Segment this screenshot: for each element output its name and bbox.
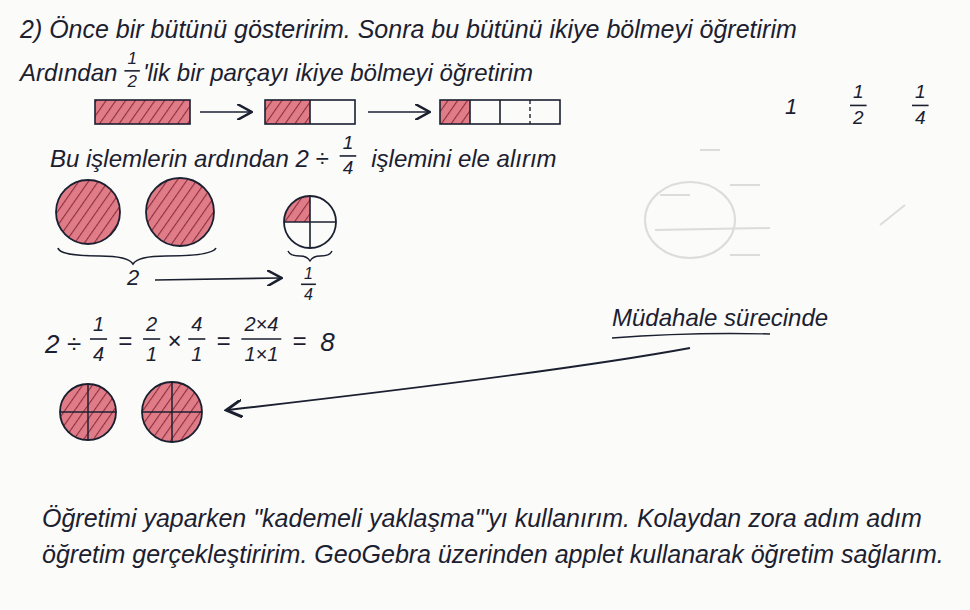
fraction-part: 4 [304, 286, 313, 304]
heading-line: 2) Önce bir bütünü gösteririm. Sonra bu … [20, 16, 797, 44]
fraction-part: 4 [915, 108, 926, 129]
fraction-bar [301, 283, 316, 285]
fraction-part: 2 [146, 313, 157, 335]
fraction-bar [850, 105, 867, 107]
equation-part: 2 ÷ [45, 330, 81, 359]
margin-note: Müdahale sürecinde [612, 305, 828, 331]
text-line: Bu işlemlerin ardından 2 ÷ [50, 146, 329, 172]
fraction-part: 1×1 [244, 343, 278, 365]
fraction-part: 2×4 [244, 313, 278, 335]
fraction-bar [90, 338, 107, 340]
fraction-bar [241, 338, 281, 340]
fraction-bar [124, 70, 139, 72]
fraction-bar [340, 155, 357, 157]
text-line: işlemini ele alırım [371, 146, 556, 172]
closing-paragraph: Öğretimi yaparken "kademeli yaklaşma"'yı… [42, 500, 957, 573]
fraction-part: 4 [343, 158, 354, 179]
fraction-part: 4 [191, 313, 202, 335]
equation-part: = [216, 328, 230, 354]
fraction-part: 4 [93, 343, 104, 365]
result-number: 8 [320, 328, 334, 357]
fraction-bar [188, 338, 205, 340]
text-line: 'lik bir parçayı ikiye bölmeyi öğretirim [143, 60, 533, 86]
fraction-bar [912, 105, 929, 107]
equation-part: × [167, 328, 181, 354]
fraction-part: 1 [191, 343, 202, 365]
fraction-bar [143, 338, 160, 340]
text-line: Ardından [20, 60, 117, 86]
fraction-part: 1 [343, 133, 354, 154]
fraction-part: 2 [853, 108, 864, 129]
fraction-part: 1 [146, 343, 157, 365]
fraction-part: 2 [127, 73, 136, 92]
equation-part: = [292, 328, 306, 354]
whole-label: 1 [785, 95, 797, 119]
count-label: 2 [127, 266, 139, 290]
fraction-part: 1 [915, 82, 926, 103]
fraction-part: 1 [853, 82, 864, 103]
equation-part: = [118, 328, 132, 354]
fraction-part: 1 [93, 313, 104, 335]
fraction-part: 1 [127, 50, 136, 69]
fraction-part: 1 [304, 265, 313, 283]
